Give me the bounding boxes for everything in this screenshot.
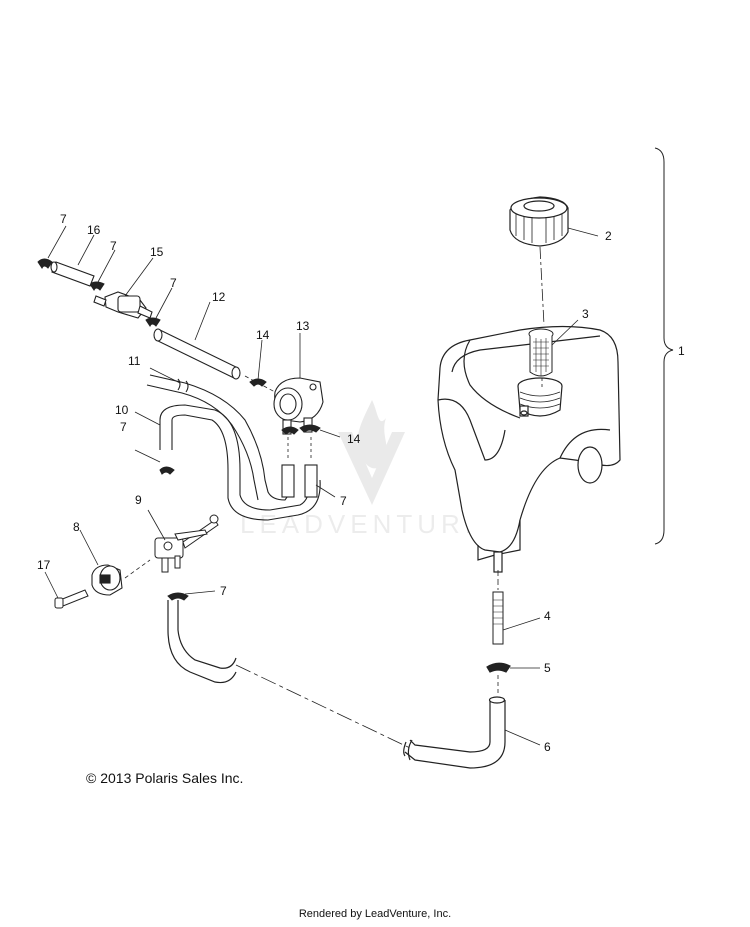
callout-4: 4 — [544, 609, 551, 623]
callout-2: 2 — [605, 229, 612, 243]
hose-clamp-7e — [89, 281, 105, 291]
hose-clamp-7b — [159, 466, 175, 475]
hose-clamp-14b — [299, 424, 321, 433]
callout-7d: 7 — [170, 276, 177, 290]
hose-clamp-7a — [281, 426, 299, 435]
callout-10: 10 — [115, 403, 129, 417]
callout-7b: 7 — [120, 420, 127, 434]
render-credit: Rendered by LeadVenture, Inc. — [298, 908, 452, 920]
callout-7c: 7 — [220, 584, 227, 598]
callout-17: 17 — [37, 558, 51, 572]
hose-clamp-5 — [486, 662, 511, 673]
fuel-hose-6 — [167, 600, 506, 769]
valve-knob — [91, 564, 123, 596]
callout-1: 1 — [678, 344, 685, 358]
fuel-cap — [509, 196, 569, 247]
callout-14b: 14 — [347, 432, 361, 446]
fuel-tank — [437, 325, 621, 573]
callout-15: 15 — [150, 245, 164, 259]
fuel-hose-16 — [50, 261, 95, 287]
callout-7a: 7 — [340, 494, 347, 508]
leadventure-watermark — [338, 400, 405, 505]
leader-lines — [44, 225, 599, 746]
callout-3: 3 — [582, 307, 589, 321]
fuel-strainer — [528, 328, 554, 377]
callout-12: 12 — [212, 290, 226, 304]
copyright-notice: © 2013 Polaris Sales Inc. — [86, 770, 244, 786]
callout-7e: 7 — [110, 239, 117, 253]
hose-clamp-7d — [145, 317, 161, 327]
callout-8: 8 — [73, 520, 80, 534]
fuel-fitting — [492, 591, 504, 645]
callout-9: 9 — [135, 493, 142, 507]
callout-14a: 14 — [256, 328, 270, 342]
callout-6: 6 — [544, 740, 551, 754]
callout-13: 13 — [296, 319, 310, 333]
callout-16: 16 — [87, 223, 101, 237]
fuel-hose-10-11 — [146, 374, 321, 521]
callout-7f: 7 — [60, 212, 67, 226]
fuel-valve — [154, 514, 219, 573]
hose-clamp-7f — [37, 258, 53, 269]
screw — [54, 589, 89, 609]
callout-5: 5 — [544, 661, 551, 675]
inline-filter — [93, 291, 153, 319]
assembly-bracket — [654, 147, 674, 545]
fuel-pump — [273, 377, 324, 435]
callout-11: 11 — [128, 354, 141, 368]
watermark-text: LEADVENTURE — [240, 509, 487, 539]
fuel-hose-12 — [153, 328, 241, 380]
hose-clamp-7c — [167, 592, 189, 601]
